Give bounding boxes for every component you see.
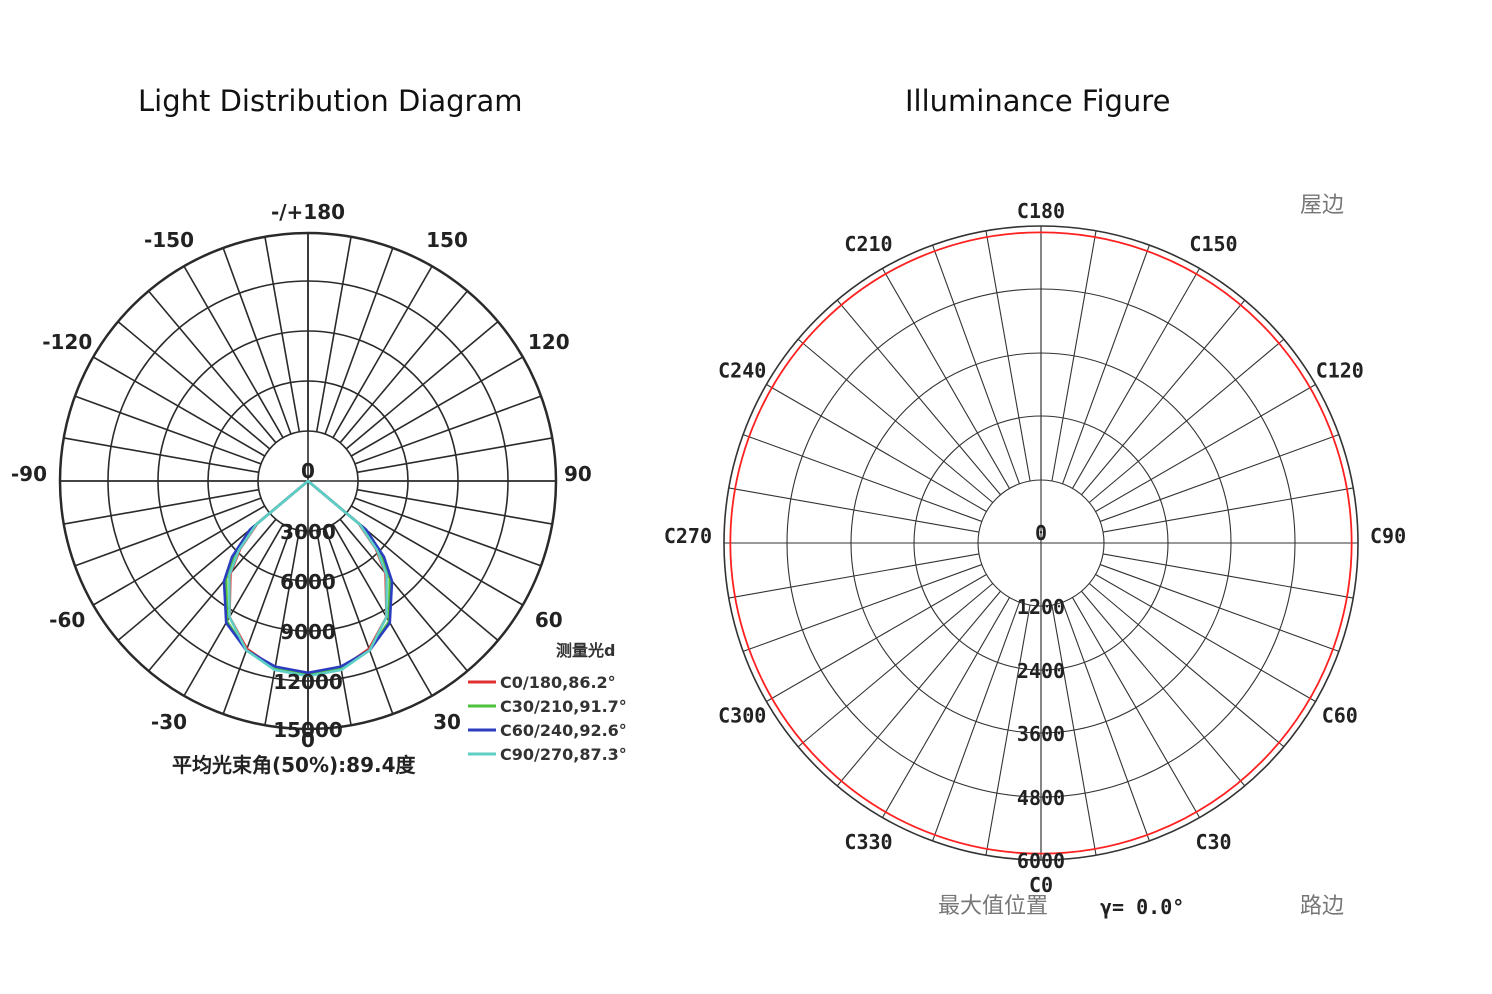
angle-label: 120 [528, 330, 570, 354]
angle-label: 150 [426, 228, 468, 252]
center-label: 0 [301, 459, 315, 483]
radial-tick-label: 2400 [1017, 659, 1065, 683]
center-label: 0 [1035, 521, 1047, 545]
grid-spoke [357, 437, 553, 474]
grid-spoke [339, 518, 469, 672]
angle-label: C210 [844, 232, 892, 256]
grid-spoke [332, 265, 433, 439]
grid-spoke [264, 236, 301, 432]
grid-circle [207, 380, 409, 582]
angle-label: 90 [564, 462, 592, 486]
radial-tick-label: 9000 [280, 620, 336, 644]
illuminance-title: Illuminance Figure [905, 84, 1171, 118]
grid-circle [850, 352, 1232, 734]
radial-tick-label: 3600 [1017, 722, 1065, 746]
legend-label: C30/210,91.7° [500, 697, 627, 716]
illuminance-curve [729, 231, 1353, 855]
grid-spoke [63, 437, 259, 474]
grid-spoke [92, 356, 266, 457]
grid-spoke [315, 530, 352, 726]
grid-spoke [222, 527, 292, 715]
radial-tick-label: 12000 [273, 670, 343, 694]
grid-spoke [117, 320, 271, 450]
angle-label: -120 [42, 330, 92, 354]
series-curve-2 [222, 479, 394, 675]
angle-label: C120 [1316, 359, 1364, 383]
grid-circle [107, 280, 509, 682]
radial-tick-label: 1200 [1017, 595, 1065, 619]
angle-label: -/+180 [271, 200, 345, 224]
radial-tick-label: 15000 [273, 718, 343, 742]
grid-spoke [63, 488, 259, 525]
beam-angle-text: 平均光束角(50%):89.4度 [172, 753, 416, 777]
grid-circle [913, 415, 1169, 671]
grid-spoke [339, 290, 469, 444]
angle-label: C330 [844, 830, 892, 854]
series-curve-3 [228, 479, 388, 678]
angle-label: C300 [718, 704, 766, 728]
grid-spoke [183, 265, 284, 439]
legend-label: C0/180,86.2° [500, 673, 616, 692]
grid-circle [977, 479, 1105, 607]
radial-tick-label: 3000 [280, 520, 336, 544]
grid-spoke [345, 320, 499, 450]
radial-tick-label: 4800 [1017, 786, 1065, 810]
grid-spoke [264, 530, 301, 726]
grid-spoke [147, 290, 277, 444]
grid-spoke [350, 356, 524, 457]
light-distribution-title: Light Distribution Diagram [138, 84, 523, 118]
grid-spoke [74, 395, 262, 465]
angle-label: -90 [11, 462, 47, 486]
angle-label: 30 [433, 710, 461, 734]
grid-spoke [324, 247, 394, 435]
grid-spoke [92, 505, 266, 606]
grid-circle [58, 231, 558, 731]
grid-spoke [183, 523, 284, 697]
grid-spoke [350, 505, 524, 606]
grid-spoke [117, 512, 271, 642]
grid-spoke [345, 512, 499, 642]
corner-label-bottom-right: 路边 [1300, 894, 1344, 919]
grid-spoke [324, 527, 394, 715]
angle-label: 60 [535, 608, 563, 632]
grid-spoke [354, 497, 542, 567]
max-position-label: 最大值位置 [938, 894, 1048, 919]
angle-label: C90 [1370, 524, 1406, 548]
series-curve-1 [224, 479, 392, 676]
grid-circle [157, 330, 459, 632]
grid-spoke [332, 523, 433, 697]
angle-label: C240 [718, 359, 766, 383]
legend-title: 测量光d [556, 641, 615, 660]
legend-label: C90/270,87.3° [500, 745, 627, 764]
radial-tick-label: 6000 [280, 570, 336, 594]
angle-label: C270 [664, 524, 712, 548]
angle-label: -60 [49, 608, 85, 632]
angle-label: 0 [301, 728, 315, 752]
angle-label: C30 [1195, 830, 1231, 854]
grid-spoke [74, 497, 262, 567]
grid-circle [723, 225, 1359, 861]
grid-circle [257, 430, 359, 532]
radial-tick-label: 6000 [1017, 849, 1065, 873]
grid-spoke [147, 518, 277, 672]
angle-label: C180 [1017, 199, 1065, 223]
grid-spoke [354, 395, 542, 465]
angle-label: -30 [151, 710, 187, 734]
angle-label: C0 [1029, 873, 1053, 897]
grid-spoke [222, 247, 292, 435]
corner-label-top-right: 屋边 [1300, 193, 1344, 218]
angle-label: -150 [144, 228, 194, 252]
light-distribution-chart: -/+180 150 120 90 60 30 0 -30 -60 -90 -120 -150 0 300… [11, 200, 627, 777]
angle-label: C60 [1322, 704, 1358, 728]
legend-label: C60/240,92.6° [500, 721, 627, 740]
grid-circle [786, 288, 1296, 798]
gamma-text: γ= 0.0° [1100, 895, 1184, 919]
grid-spoke [315, 236, 352, 432]
grid-spoke [357, 488, 553, 525]
angle-label: C150 [1189, 232, 1237, 256]
